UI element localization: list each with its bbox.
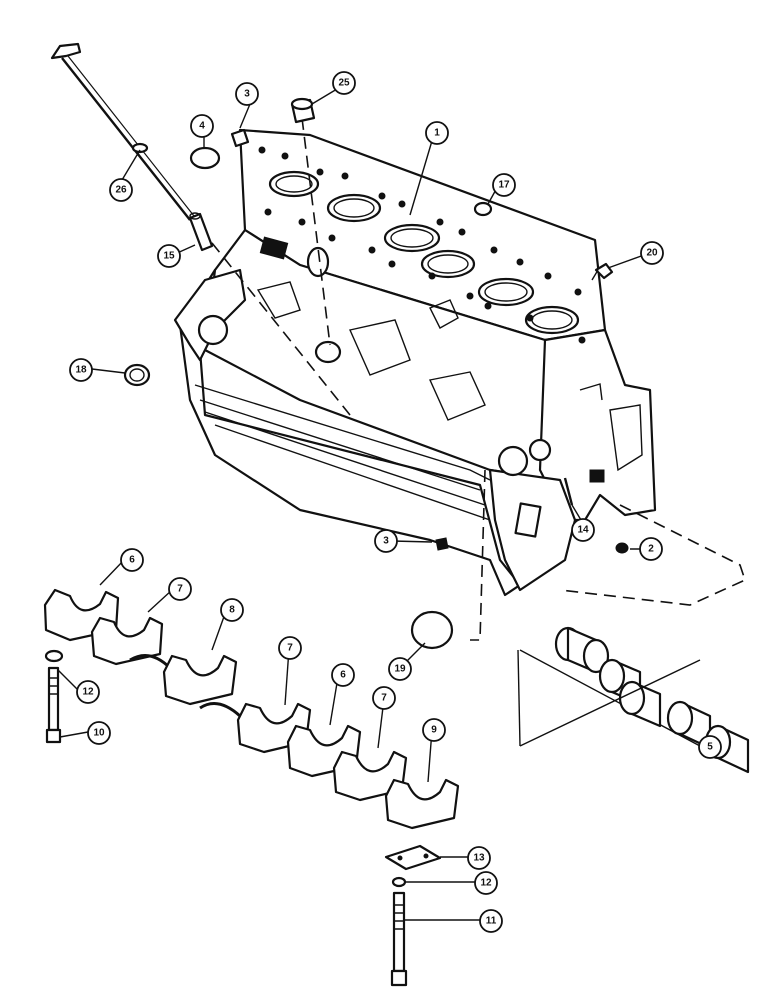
cylinder-bores	[268, 170, 580, 335]
callout-20: 20	[640, 241, 664, 265]
svg-text:10: 10	[93, 728, 105, 739]
callout-3-bottom: 3	[374, 529, 398, 553]
main-bolt-left	[45, 666, 62, 744]
main-bearing-caps	[43, 588, 460, 830]
callout-10: 10	[87, 721, 111, 745]
camshaft-bearings	[519, 626, 750, 774]
svg-text:25: 25	[338, 78, 350, 89]
svg-text:8: 8	[229, 605, 235, 616]
svg-text:5: 5	[707, 742, 713, 753]
callout-25: 25	[332, 71, 356, 95]
callout-11: 11	[479, 909, 503, 933]
svg-text:7: 7	[287, 643, 293, 654]
dipstick	[50, 42, 195, 221]
washer-left	[44, 649, 64, 663]
bolt-rear	[563, 477, 574, 506]
callout-4: 4	[190, 114, 214, 138]
callout-6-left: 6	[120, 548, 144, 572]
svg-text:3: 3	[244, 89, 250, 100]
head-bolt-holes	[258, 146, 586, 344]
callout-1: 1	[425, 121, 449, 145]
svg-text:14: 14	[577, 525, 589, 536]
svg-text:3: 3	[383, 536, 389, 547]
svg-text:6: 6	[129, 555, 135, 566]
callout-2: 2	[639, 537, 663, 561]
expansion-plug-small-top	[230, 128, 250, 148]
callout-17: 17	[492, 173, 516, 197]
plug-right	[615, 542, 629, 554]
dipstick-tube	[188, 212, 214, 252]
svg-text:7: 7	[177, 584, 183, 595]
svg-text:11: 11	[486, 916, 497, 927]
svg-text:15: 15	[163, 251, 175, 262]
callout-8: 8	[220, 598, 244, 622]
svg-text:12: 12	[480, 878, 492, 889]
washer-lower	[391, 876, 407, 888]
svg-text:20: 20	[646, 248, 658, 259]
callout-19: 19	[388, 657, 412, 681]
svg-text:19: 19	[394, 664, 406, 675]
callout-26: 26	[109, 178, 133, 202]
callout-13: 13	[467, 846, 491, 870]
large-cup-plug	[410, 610, 454, 650]
main-bolt-lower	[390, 891, 408, 987]
cup-plug	[189, 146, 221, 170]
callout-5: 5	[698, 735, 722, 759]
callout-7-middle: 7	[278, 636, 302, 660]
svg-text:12: 12	[82, 687, 94, 698]
callout-6-middle: 6	[331, 663, 355, 687]
callout-12-left: 12	[76, 680, 100, 704]
lock-plate	[384, 844, 442, 871]
callout-18: 18	[69, 358, 93, 382]
callout-14: 14	[571, 518, 595, 542]
svg-text:17: 17	[498, 180, 510, 191]
callout-7-left: 7	[168, 577, 192, 601]
cylinder-block	[173, 128, 657, 597]
callout-12-bottom: 12	[474, 871, 498, 895]
pipe-plug	[473, 201, 493, 217]
callout-9: 9	[422, 718, 446, 742]
svg-text:26: 26	[115, 185, 127, 196]
svg-text:4: 4	[199, 121, 205, 132]
svg-text:7: 7	[381, 693, 387, 704]
svg-text:6: 6	[340, 670, 346, 681]
svg-text:2: 2	[648, 544, 654, 555]
svg-text:13: 13	[473, 853, 485, 864]
assembly-lines	[199, 117, 746, 641]
callout-7-right: 7	[372, 686, 396, 710]
callout-3-top: 3	[235, 82, 259, 106]
callout-15: 15	[157, 244, 181, 268]
svg-text:9: 9	[431, 725, 437, 736]
expansion-plug-small-bottom	[435, 537, 449, 551]
fitting	[290, 97, 316, 124]
svg-text:1: 1	[434, 128, 440, 139]
seal-ring	[123, 363, 151, 387]
svg-text:18: 18	[75, 365, 87, 376]
